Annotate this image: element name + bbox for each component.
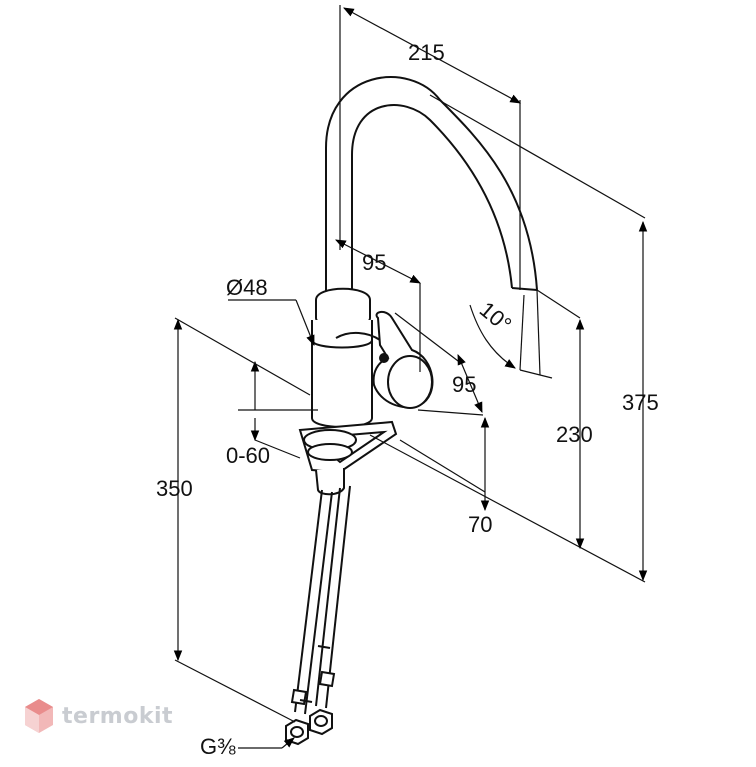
dim-0-60: 0-60 <box>226 443 270 468</box>
dim-g-3-8: G⅜ <box>200 734 236 759</box>
dim-375: 375 <box>622 390 659 415</box>
hexagon-logo-icon <box>25 699 53 733</box>
dim-215: 215 <box>408 40 445 65</box>
watermark: termokit <box>24 698 173 734</box>
dim-95-height: 95 <box>452 372 476 397</box>
dim-230: 230 <box>556 422 593 447</box>
dim-diameter-48: Ø48 <box>226 275 268 300</box>
faucet-drawing <box>285 76 538 746</box>
dim-70: 70 <box>468 512 492 537</box>
hoses <box>290 485 351 715</box>
dim-215-line <box>343 7 521 104</box>
spout-inner <box>351 104 513 292</box>
dim-350: 350 <box>156 476 193 501</box>
watermark-text: termokit <box>62 703 174 729</box>
lever-cap <box>387 355 433 409</box>
dimension-lines <box>173 5 648 749</box>
dim-95-depth: 95 <box>362 250 386 275</box>
spout-outlet <box>511 287 538 291</box>
spout-outer <box>325 76 538 292</box>
